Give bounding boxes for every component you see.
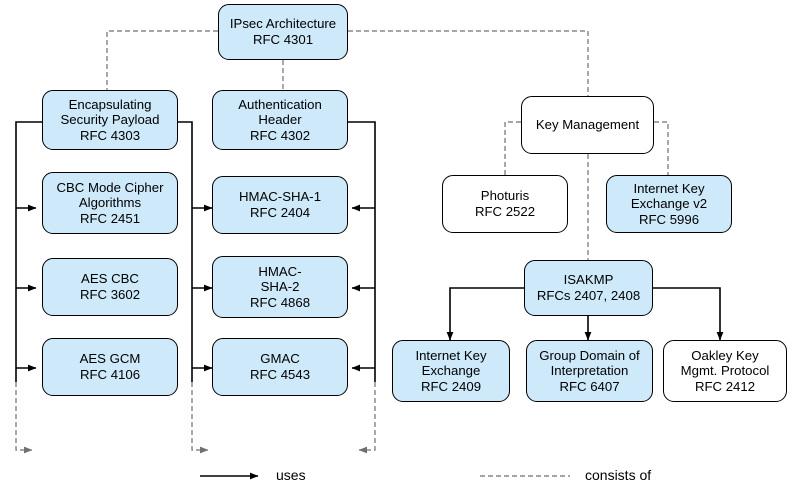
node-line: AES GCM <box>79 351 141 367</box>
node-line: Algorithms <box>78 195 142 211</box>
node-line: AES CBC <box>81 271 139 287</box>
node-line: Internet Key <box>415 347 487 363</box>
node-line: RFC 6407 <box>559 378 620 394</box>
node-cbc-mode-cipher-algorithms[interactable]: CBC Mode Cipher Algorithms RFC 2451 <box>42 172 178 234</box>
node-line: HMAC- <box>258 263 302 279</box>
node-line: RFC 3602 <box>79 287 141 302</box>
node-aes-gcm[interactable]: AES GCM RFC 4106 <box>42 338 178 396</box>
node-line: RFC 4106 <box>79 367 141 382</box>
node-line: RFC 2451 <box>79 210 141 226</box>
node-hmac-sha-1[interactable]: HMAC-SHA-1 RFC 2404 <box>212 176 348 234</box>
node-line: RFC 2404 <box>249 205 311 220</box>
node-line: Internet Key <box>633 180 705 196</box>
node-ipsec-architecture[interactable]: IPsec Architecture RFC 4301 <box>218 4 348 60</box>
node-isakmp[interactable]: ISAKMP RFCs 2407, 2408 <box>524 260 653 316</box>
node-internet-key-exchange[interactable]: Internet Key Exchange RFC 2409 <box>392 340 510 402</box>
node-line: Header <box>258 112 302 128</box>
node-gmac[interactable]: GMAC RFC 4543 <box>212 338 348 396</box>
node-line: RFC 4301 <box>252 32 314 47</box>
node-esp[interactable]: Encapsulating Security Payload RFC 4303 <box>42 90 178 150</box>
node-line: RFCs 2407, 2408 <box>536 288 641 303</box>
legend-consists-of-label: consists of <box>585 467 652 483</box>
node-oakley-key-mgmt-protocol[interactable]: Oakley Key Mgmt. Protocol RFC 2412 <box>663 340 787 402</box>
node-line: RFC 4303 <box>79 127 141 143</box>
node-authentication-header[interactable]: Authentication Header RFC 4302 <box>212 90 348 150</box>
node-photuris[interactable]: Photuris RFC 2522 <box>442 175 568 233</box>
node-line: Exchange <box>421 363 481 379</box>
node-line: Encapsulating <box>68 96 152 112</box>
node-line: Oakley Key <box>691 347 759 363</box>
node-line: Security Payload <box>60 112 160 128</box>
node-line: Authentication <box>238 96 322 112</box>
node-line: RFC 2412 <box>694 378 756 394</box>
node-line: Exchange v2 <box>630 196 708 212</box>
node-line: RFC 4868 <box>249 294 311 310</box>
node-line: SHA-2 <box>260 279 300 295</box>
node-aes-cbc[interactable]: AES CBC RFC 3602 <box>42 258 178 316</box>
node-hmac-sha-2[interactable]: HMAC- SHA-2 RFC 4868 <box>212 256 348 318</box>
node-line: RFC 4543 <box>249 367 311 382</box>
node-line: RFC 5996 <box>638 211 700 227</box>
node-line: Photuris <box>480 188 530 204</box>
node-line: ISAKMP <box>563 272 614 288</box>
node-line: GMAC <box>260 351 300 367</box>
node-key-management[interactable]: Key Management <box>521 96 654 154</box>
node-line: Mgmt. Protocol <box>680 363 770 379</box>
node-line: RFC 4302 <box>249 127 311 143</box>
node-group-domain-of-interpretation[interactable]: Group Domain of Interpretation RFC 6407 <box>526 340 653 402</box>
node-line: RFC 2522 <box>474 204 536 219</box>
node-line: CBC Mode Cipher <box>56 179 164 195</box>
node-line: Interpretation <box>550 363 629 379</box>
node-line: Key Management <box>535 117 640 133</box>
node-line: Group Domain of <box>539 347 640 363</box>
node-ikev2[interactable]: Internet Key Exchange v2 RFC 5996 <box>606 175 732 233</box>
node-line: IPsec Architecture <box>229 16 337 32</box>
legend-uses-label: uses <box>276 467 306 483</box>
node-line: HMAC-SHA-1 <box>238 189 322 205</box>
node-line: RFC 2409 <box>420 378 482 394</box>
